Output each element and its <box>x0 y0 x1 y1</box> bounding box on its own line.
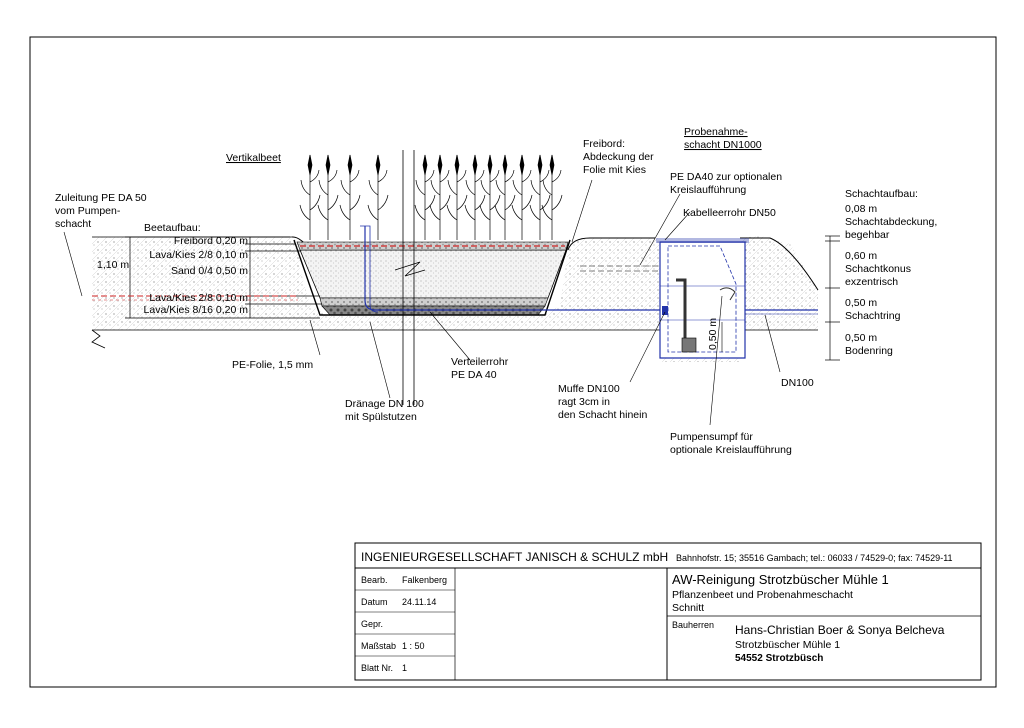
bauherren-label: Bauherren <box>672 620 714 630</box>
svg-text:PE DA40 zur optionalen: PE DA40 zur optionalen <box>670 171 782 183</box>
svg-text:Muffe DN100: Muffe DN100 <box>558 383 620 395</box>
label-pe-da40: PE DA40 zur optionalen Kreislaufführung <box>670 171 782 196</box>
label-freibord: Freibord: Abdeckung der Folie mit Kies <box>583 138 654 176</box>
svg-text:Lava/Kies 8/16 0,20 m: Lava/Kies 8/16 0,20 m <box>144 304 249 316</box>
reed-plants <box>299 154 563 241</box>
svg-text:Abdeckung der: Abdeckung der <box>583 151 654 163</box>
label-draenage: Dränage DN 100 mit Spülstutzen <box>345 398 424 423</box>
svg-text:schacht: schacht <box>55 218 91 230</box>
svg-text:Sand 0/4 0,50 m: Sand 0/4 0,50 m <box>171 265 248 277</box>
label-kabelleerrohr: Kabelleerrohr DN50 <box>683 207 776 219</box>
svg-text:Kreislaufführung: Kreislaufführung <box>670 184 746 196</box>
svg-text:Freibord 0,20 m: Freibord 0,20 m <box>174 235 248 247</box>
label-vertikalbeet: Vertikalbeet <box>226 152 281 164</box>
svg-text:Freibord:: Freibord: <box>583 138 625 150</box>
shaft-dimensions <box>825 235 840 361</box>
sample-shaft <box>656 238 749 359</box>
svg-text:0,60 m: 0,60 m <box>845 250 877 262</box>
label-muffe: Muffe DN100 ragt 3cm in den Schacht hine… <box>558 383 647 421</box>
svg-text:schacht DN1000: schacht DN1000 <box>684 139 762 151</box>
svg-text:1 : 50: 1 : 50 <box>402 641 425 651</box>
sheet-frame <box>29 36 997 688</box>
label-hoehe-total: 1,10 m <box>97 259 129 271</box>
svg-text:Zuleitung PE DA 50: Zuleitung PE DA 50 <box>55 192 147 204</box>
label-sumpf-hoehe: 0,50 m <box>707 318 719 350</box>
label-verteilerrohr: Verteilerrohr PE DA 40 <box>451 356 509 381</box>
svg-text:Schachtkonus: Schachtkonus <box>845 263 911 275</box>
shaft-part-labels: 0,08 m Schachtabdeckung, begehbar 0,60 m… <box>845 203 937 357</box>
label-probenahme: Probenahme- schacht DN1000 <box>684 126 762 151</box>
project-subtitle-2: Schnitt <box>672 602 704 614</box>
svg-text:Probenahme-: Probenahme- <box>684 126 748 138</box>
svg-text:exzentrisch: exzentrisch <box>845 276 898 288</box>
svg-text:Pumpensumpf für: Pumpensumpf für <box>670 431 753 443</box>
label-beetaufbau: Beetaufbau: <box>144 222 201 234</box>
bauherren-line-2: Strotzbüscher Mühle 1 <box>735 639 840 651</box>
svg-text:0,50 m: 0,50 m <box>845 297 877 309</box>
svg-text:Lava/Kies 2/8 0,10 m: Lava/Kies 2/8 0,10 m <box>149 249 248 261</box>
project-title: AW-Reinigung Strotzbüscher Mühle 1 <box>672 572 889 587</box>
bauherren-line-1: Hans-Christian Boer & Sonya Belcheva <box>735 623 945 637</box>
label-pumpensumpf: Pumpensumpf für optionale Kreislaufführu… <box>670 431 792 456</box>
section-break <box>394 150 426 405</box>
svg-text:Lava/Kies 2/8 0,10 m: Lava/Kies 2/8 0,10 m <box>149 292 248 304</box>
svg-text:0,50 m: 0,50 m <box>845 332 877 344</box>
svg-text:den Schacht hinein: den Schacht hinein <box>558 409 647 421</box>
project-subtitle-1: Pflanzenbeet und Probenahmeschacht <box>672 589 853 601</box>
pipes <box>92 225 818 315</box>
title-block <box>354 542 982 681</box>
svg-text:Dränage DN 100: Dränage DN 100 <box>345 398 424 410</box>
svg-text:Verteilerrohr: Verteilerrohr <box>451 356 509 368</box>
svg-text:optionale Kreislaufführung: optionale Kreislaufführung <box>670 444 792 456</box>
title-block-rows: Bearb. Falkenberg Datum 24.11.14 Gepr. M… <box>361 575 447 673</box>
company-address: Bahnhofstr. 15; 35516 Gambach; tel.: 060… <box>676 553 953 563</box>
svg-text:Maßstab: Maßstab <box>361 641 396 651</box>
svg-text:Datum: Datum <box>361 597 388 607</box>
svg-text:Bearb.: Bearb. <box>361 575 388 585</box>
label-dn100: DN100 <box>781 377 814 389</box>
svg-text:Gepr.: Gepr. <box>361 619 383 629</box>
svg-text:ragt 3cm in: ragt 3cm in <box>558 396 610 408</box>
svg-text:mit Spülstutzen: mit Spülstutzen <box>345 411 417 423</box>
svg-text:vom Pumpen-: vom Pumpen- <box>55 205 121 217</box>
leader-lines <box>63 179 781 426</box>
svg-text:Falkenberg: Falkenberg <box>402 575 447 585</box>
svg-text:Schachtabdeckung,: Schachtabdeckung, <box>845 216 937 228</box>
svg-text:Schachtring: Schachtring <box>845 310 901 322</box>
svg-text:0,08 m: 0,08 m <box>845 203 877 215</box>
svg-text:begehbar: begehbar <box>845 229 890 241</box>
label-zuleitung: Zuleitung PE DA 50 vom Pumpen- schacht <box>55 192 147 230</box>
svg-text:Bodenring: Bodenring <box>845 345 893 357</box>
company-name: INGENIEURGESELLSCHAFT JANISCH & SCHULZ m… <box>361 550 668 564</box>
bauherren-line-3: 54552 Strotzbüsch <box>735 653 823 664</box>
vertical-bed <box>293 239 571 316</box>
svg-text:24.11.14: 24.11.14 <box>402 597 436 607</box>
svg-text:Folie mit Kies: Folie mit Kies <box>583 164 646 176</box>
label-schachtaufbau: Schachtaufbau: <box>845 188 918 200</box>
svg-text:Blatt Nr.: Blatt Nr. <box>361 663 393 673</box>
svg-text:1: 1 <box>402 663 407 673</box>
layer-labels: Freibord 0,20 m Lava/Kies 2/8 0,10 m San… <box>144 235 249 316</box>
svg-text:PE DA 40: PE DA 40 <box>451 369 497 381</box>
label-pe-folie: PE-Folie, 1,5 mm <box>232 359 313 371</box>
